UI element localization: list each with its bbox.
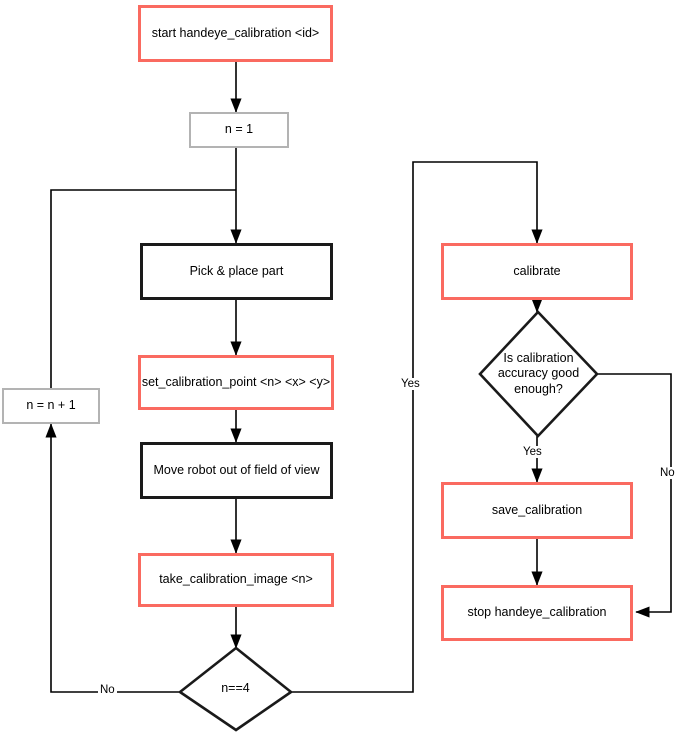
node-start[interactable]: start handeye_calibration <id>: [138, 5, 333, 62]
edge-label-checkn-no: No: [98, 684, 117, 696]
node-take-calibration-image-label: take_calibration_image <n>: [159, 572, 313, 587]
edge-label-checkn-yes: Yes: [399, 378, 422, 390]
node-calibrate-label: calibrate: [513, 263, 561, 278]
node-check-n[interactable]: n==4: [180, 648, 291, 730]
node-check-accuracy-label: Is calibration accuracy good enough?: [497, 350, 580, 396]
edge-label-accuracy-no: No: [658, 467, 677, 479]
node-init-n[interactable]: n = 1: [189, 112, 289, 148]
node-save-calibration[interactable]: save_calibration: [441, 482, 633, 539]
node-check-accuracy[interactable]: Is calibration accuracy good enough?: [480, 312, 597, 436]
node-check-n-label: n==4: [221, 681, 250, 696]
node-stop[interactable]: stop handeye_calibration: [441, 585, 633, 641]
node-start-label: start handeye_calibration <id>: [151, 25, 320, 40]
node-stop-label: stop handeye_calibration: [467, 605, 607, 620]
node-increment-n-label: n = n + 1: [26, 398, 76, 413]
node-move-robot-label: Move robot out of field of view: [153, 462, 320, 477]
node-move-robot[interactable]: Move robot out of field of view: [140, 442, 333, 499]
node-calibrate[interactable]: calibrate: [441, 243, 633, 300]
node-take-calibration-image[interactable]: take_calibration_image <n>: [138, 553, 334, 607]
node-pick-place-label: Pick & place part: [189, 263, 284, 278]
node-set-calibration-point-label: set_calibration_point <n> <x> <y>: [141, 374, 331, 389]
node-increment-n[interactable]: n = n + 1: [2, 388, 100, 424]
node-pick-place[interactable]: Pick & place part: [140, 243, 333, 300]
node-init-n-label: n = 1: [224, 122, 254, 137]
node-save-calibration-label: save_calibration: [491, 502, 583, 517]
node-set-calibration-point[interactable]: set_calibration_point <n> <x> <y>: [138, 355, 334, 410]
edge-label-accuracy-yes: Yes: [521, 446, 544, 458]
